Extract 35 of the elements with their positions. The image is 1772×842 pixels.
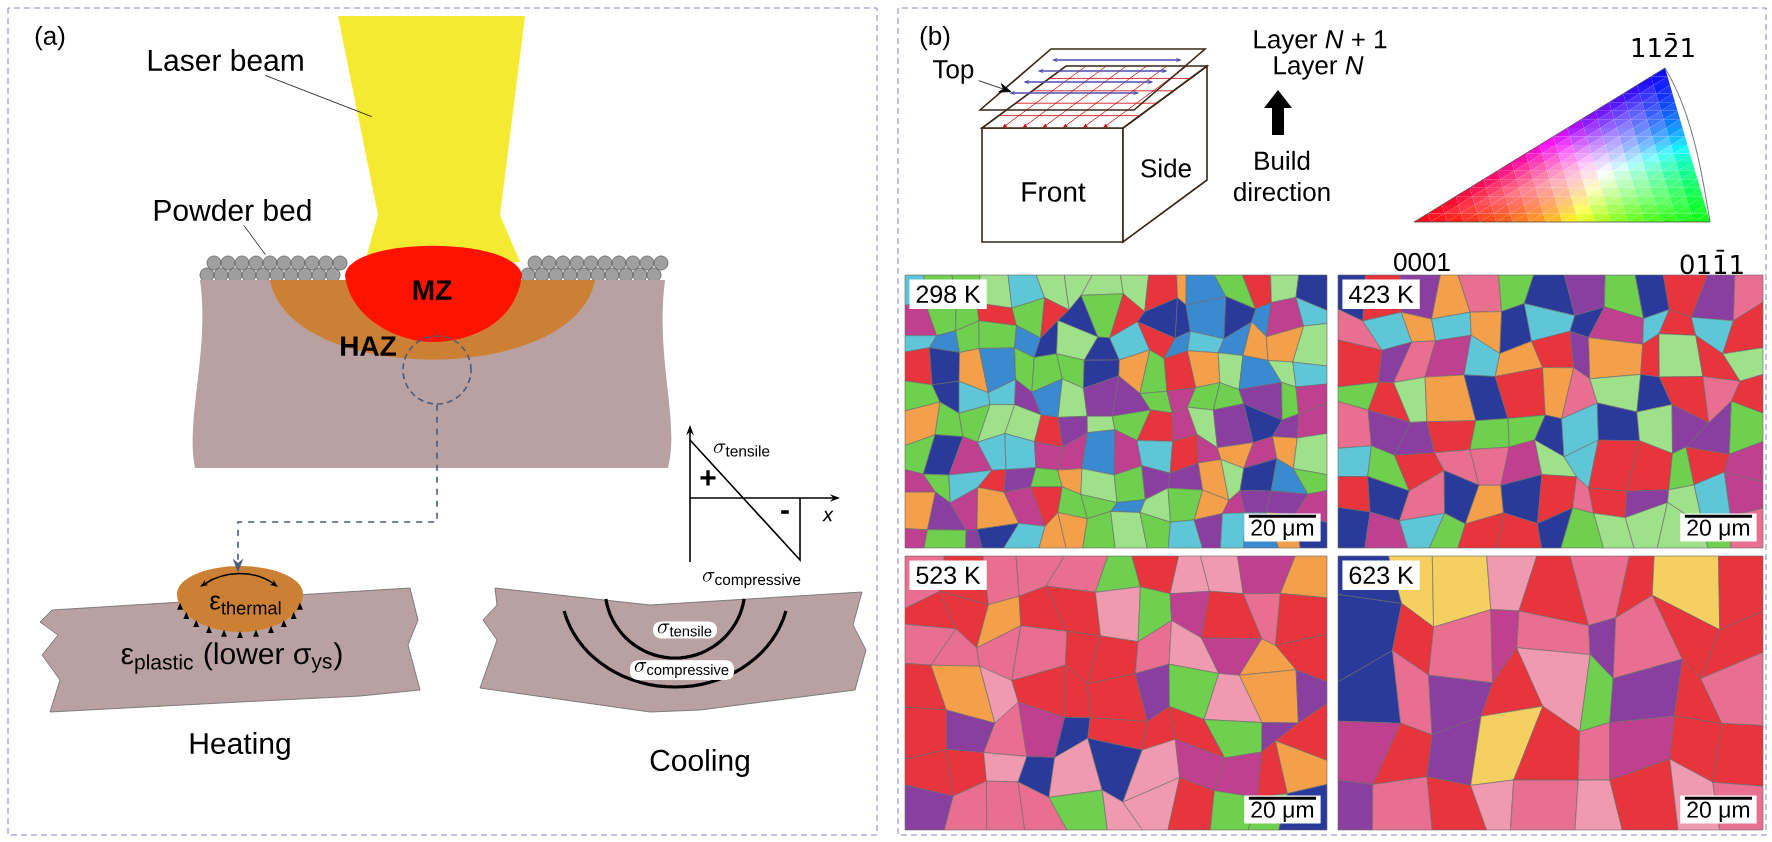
layer-label: Layer N + 1 <box>1254 30 1387 54</box>
zone-label: MZ <box>413 280 452 300</box>
heating-workpiece: ε$_{thermal}$ ε$_{plastic}$ (lower σ$_{ys}$) <box>39 566 421 713</box>
zoom-circle <box>402 335 472 405</box>
pole-label: 0001 <box>1394 252 1450 272</box>
leader-line <box>978 80 1012 93</box>
zone-label: HAZ <box>341 336 396 356</box>
powder-drawing <box>199 255 348 283</box>
face-label: Front <box>1022 182 1086 202</box>
panel-label: (b) <box>920 25 950 51</box>
temperature-label: 523 K <box>909 560 987 591</box>
temperature-label: 423 K <box>1342 279 1420 310</box>
axis-label: $\sigma_{\mathrm{tensile}}$ <box>713 443 770 457</box>
laser-beam-drawing <box>338 16 525 262</box>
scale-bar: 20 μm <box>1244 513 1321 542</box>
laser-label: Laser beam <box>148 49 303 71</box>
scale-bar: 20 μm <box>1680 795 1757 824</box>
powder-label: Powder bed <box>154 199 311 221</box>
axis-label: x <box>822 510 834 522</box>
scale-bar: 20 μm <box>1680 513 1757 542</box>
axis-label: $\sigma_{\mathrm{compressive}}$ <box>702 571 801 589</box>
scale-bar: 20 μm <box>1244 795 1321 824</box>
temperature-label: 298 K <box>909 279 987 310</box>
caption: Cooling <box>650 749 749 777</box>
layer-label: Layer N <box>1274 56 1364 80</box>
panel-label: (a) <box>35 25 65 51</box>
direction-label: Build direction <box>1233 150 1330 202</box>
face-label: Side <box>1141 158 1191 178</box>
stress-label: $\sigma_{\mathrm{compressive}}$ <box>630 660 734 680</box>
pole-label: 011̄1 <box>1680 249 1743 275</box>
sign-label: - <box>781 510 789 514</box>
temperature-label: 623 K <box>1342 560 1420 591</box>
top-label: Top <box>933 60 974 84</box>
sign-label: + <box>700 470 716 486</box>
pole-label: 112̄1 <box>1632 32 1694 58</box>
